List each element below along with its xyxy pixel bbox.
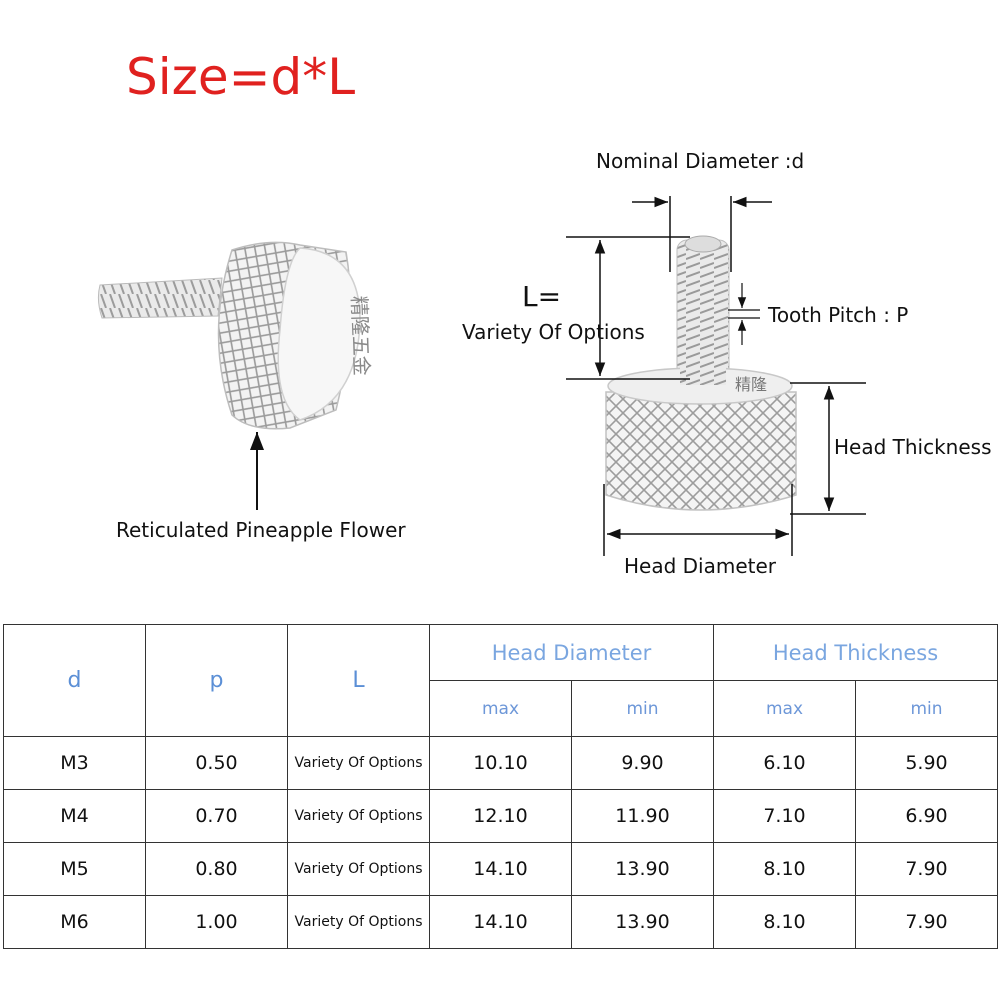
head-diameter-label: Head Diameter <box>624 554 777 578</box>
knurl-label: Reticulated Pineapple Flower <box>116 518 406 542</box>
nominal-diameter-label: Nominal Diameter :d <box>596 149 805 173</box>
cell-p: 1.00 <box>145 895 288 949</box>
cell-ht-max: 8.10 <box>713 842 856 896</box>
cell-d: M4 <box>3 789 146 843</box>
header-ht-max: max <box>713 680 856 737</box>
cell-hd-min: 11.90 <box>571 789 714 843</box>
spec-table: d p L Head Diameter Head Thickness max m… <box>3 624 998 949</box>
header-p: p <box>145 624 288 737</box>
header-d: d <box>3 624 146 737</box>
cell-d: M6 <box>3 895 146 949</box>
table-row: M6 1.00 Variety Of Options 14.10 13.90 8… <box>3 895 998 949</box>
table-row: M3 0.50 Variety Of Options 10.10 9.90 6.… <box>3 736 998 790</box>
cell-ht-max: 8.10 <box>713 895 856 949</box>
cell-d: M5 <box>3 842 146 896</box>
cell-hd-min: 13.90 <box>571 842 714 896</box>
cell-ht-max: 6.10 <box>713 736 856 790</box>
length-options-label: Variety Of Options <box>462 320 645 344</box>
header-ht-min: min <box>855 680 998 737</box>
cell-l: Variety Of Options <box>287 895 430 949</box>
cell-hd-min: 13.90 <box>571 895 714 949</box>
cell-hd-max: 14.10 <box>429 842 572 896</box>
brand-stamp-left: 精隆五金 <box>347 295 374 376</box>
cell-ht-min: 6.90 <box>855 789 998 843</box>
cell-hd-min: 9.90 <box>571 736 714 790</box>
head-thickness-label: Head Thickness <box>834 435 992 459</box>
cell-ht-min: 7.90 <box>855 842 998 896</box>
cell-p: 0.80 <box>145 842 288 896</box>
brand-stamp-right: 精隆 <box>735 375 767 394</box>
cell-l: Variety Of Options <box>287 789 430 843</box>
header-l: L <box>287 624 430 737</box>
cell-ht-min: 5.90 <box>855 736 998 790</box>
cell-hd-max: 14.10 <box>429 895 572 949</box>
cell-hd-max: 12.10 <box>429 789 572 843</box>
cell-ht-max: 7.10 <box>713 789 856 843</box>
table-row: M4 0.70 Variety Of Options 12.10 11.90 7… <box>3 789 998 843</box>
screw-diagram: 精隆五金 精隆 <box>97 196 866 556</box>
cell-ht-min: 7.90 <box>855 895 998 949</box>
tooth-pitch-label: Tooth Pitch : P <box>768 303 909 327</box>
table-row: M5 0.80 Variety Of Options 14.10 13.90 8… <box>3 842 998 896</box>
cell-d: M3 <box>3 736 146 790</box>
header-hd-min: min <box>571 680 714 737</box>
left-screw: 精隆五金 <box>97 241 374 430</box>
cell-p: 0.70 <box>145 789 288 843</box>
length-symbol-label: L= <box>522 280 562 313</box>
cell-hd-max: 10.10 <box>429 736 572 790</box>
cell-p: 0.50 <box>145 736 288 790</box>
header-head-thickness: Head Thickness <box>713 624 998 681</box>
cell-l: Variety Of Options <box>287 842 430 896</box>
page-title: Size=d*L <box>126 48 356 106</box>
header-head-diameter: Head Diameter <box>429 624 714 681</box>
header-hd-max: max <box>429 680 572 737</box>
cell-l: Variety Of Options <box>287 736 430 790</box>
right-screw: 精隆 <box>605 235 797 511</box>
